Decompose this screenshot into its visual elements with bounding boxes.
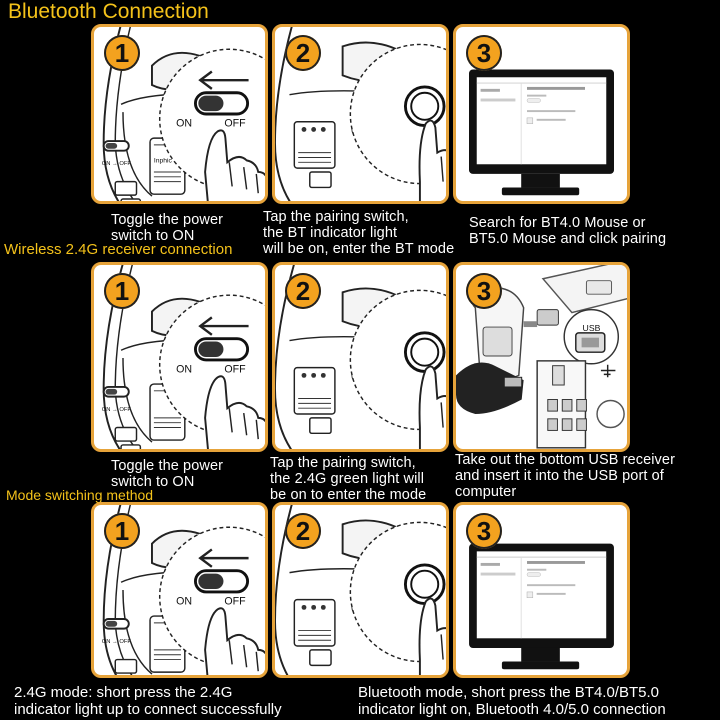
caption-bt-step2: Tap the pairing switch, the BT indicator… (263, 209, 455, 257)
caption-bt-step1: Toggle the power switch to ON (111, 212, 224, 244)
caption-bt-step3: Search for BT4.0 Mouse or BT5.0 Mouse an… (469, 215, 667, 247)
small-on-off-label: ON → OFF (102, 407, 132, 413)
section-title-wireless: Wireless 2.4G receiver connection (4, 241, 233, 258)
caption-rf-step3: Take out the bottom USB receiver and ins… (455, 452, 675, 500)
step-badge: 2 (285, 35, 321, 71)
step-badge: 1 (104, 273, 140, 309)
step-badge: 2 (285, 273, 321, 309)
switch-on-label: ON (176, 118, 192, 130)
switch-off-label: OFF (224, 363, 246, 375)
panel-rf-step3: 3 USB (453, 262, 630, 452)
small-on-off-label: ON → OFF (102, 161, 132, 167)
step-badge: 2 (285, 513, 321, 549)
panel-bt-step1: 1 ON OFF ON → OFF Inphic (91, 24, 268, 204)
step-badge: 1 (104, 513, 140, 549)
switch-on-label: ON (176, 595, 192, 607)
step-badge: 3 (466, 273, 502, 309)
step-badge: 1 (104, 35, 140, 71)
switch-off-label: OFF (224, 118, 246, 130)
panel-mode-step2: 2 (272, 502, 449, 678)
step-badge: 3 (466, 513, 502, 549)
caption-mode-bluetooth: Bluetooth mode, short press the BT4.0/BT… (358, 684, 666, 718)
panel-bt-step3: 3 (453, 24, 630, 204)
mouse-brand-label: Inphic (154, 157, 173, 164)
mouse-power-switch-illustration: ON OFF ON → OFF (102, 505, 265, 675)
step-badge: 3 (466, 35, 502, 71)
switch-off-label: OFF (224, 595, 246, 607)
mouse-power-switch-illustration: ON OFF ON → OFF (102, 265, 265, 449)
usb-receiver-illustration: USB (456, 265, 627, 449)
small-on-off-label: ON → OFF (102, 639, 132, 645)
panel-rf-step2: 2 (272, 262, 449, 452)
switch-on-label: ON (176, 363, 192, 375)
caption-mode-24g: 2.4G mode: short press the 2.4G indicato… (14, 684, 282, 718)
mouse-power-switch-illustration: ON OFF ON → OFF Inphic (102, 27, 265, 201)
section-title-bluetooth: Bluetooth Connection (8, 0, 209, 23)
panel-mode-step1: 1 ON OFF ON → OFF (91, 502, 268, 678)
panel-bt-step2: 2 (272, 24, 449, 204)
panel-rf-step1: 1 ON OFF ON → OFF (91, 262, 268, 452)
caption-rf-step2: Tap the pairing switch, the 2.4G green l… (270, 455, 427, 503)
usb-label: USB (583, 323, 601, 333)
caption-rf-step1: Toggle the power switch to ON (111, 458, 224, 490)
section-title-mode: Mode switching method (6, 487, 154, 503)
panel-mode-step3: 3 (453, 502, 630, 678)
